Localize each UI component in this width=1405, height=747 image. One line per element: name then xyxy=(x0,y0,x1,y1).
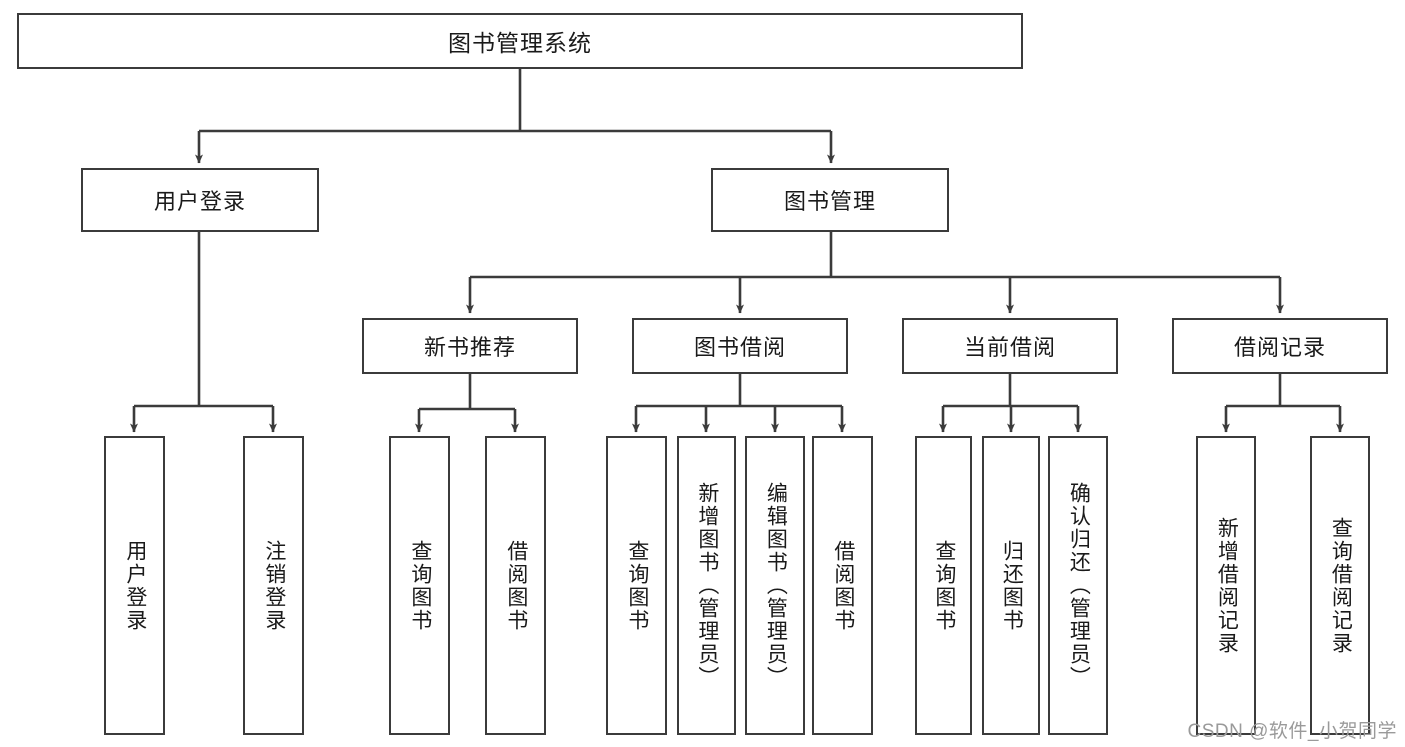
node-leaf-query-book-recommend[interactable]: 查询图书 xyxy=(389,436,450,735)
node-leaf-confirm-return-admin[interactable]: 确认归还（管理员） xyxy=(1048,436,1108,735)
node-leaf-add-book-admin[interactable]: 新增图书（管理员） xyxy=(677,436,736,735)
node-current-borrow-label: 当前借阅 xyxy=(963,335,1056,360)
watermark-text: CSDN @软件_小贺同学 xyxy=(1187,721,1397,742)
node-leaf-edit-book-admin[interactable]: 编辑图书（管理员） xyxy=(745,436,805,735)
node-root-label: 图书管理系统 xyxy=(448,30,592,56)
node-leaf-user-login-label: 用户登录 xyxy=(123,539,147,632)
node-book-borrow[interactable]: 图书借阅 xyxy=(632,318,848,374)
node-book-management[interactable]: 图书管理 xyxy=(711,168,949,232)
node-leaf-query-borrow-record-label: 查询借阅记录 xyxy=(1329,516,1353,655)
node-leaf-borrow-book-recommend[interactable]: 借阅图书 xyxy=(485,436,546,735)
node-root[interactable]: 图书管理系统 xyxy=(17,13,1023,69)
node-leaf-add-borrow-record[interactable]: 新增借阅记录 xyxy=(1196,436,1256,735)
node-leaf-return-book-label: 归还图书 xyxy=(1000,539,1024,632)
node-borrow-record-label: 借阅记录 xyxy=(1233,335,1326,360)
node-leaf-add-book-admin-label: 新增图书（管理员） xyxy=(695,482,719,689)
node-leaf-add-borrow-record-label: 新增借阅记录 xyxy=(1215,516,1239,655)
node-leaf-borrow-book-label: 借阅图书 xyxy=(831,539,855,632)
node-borrow-record[interactable]: 借阅记录 xyxy=(1172,318,1388,374)
node-leaf-query-book-current-label: 查询图书 xyxy=(932,539,956,632)
node-user-login-label: 用户登录 xyxy=(153,189,246,214)
node-new-book-recommend-label: 新书推荐 xyxy=(423,335,516,360)
node-leaf-logout-login-label: 注销登录 xyxy=(262,539,286,632)
node-leaf-query-borrow-record[interactable]: 查询借阅记录 xyxy=(1310,436,1370,735)
node-leaf-borrow-book[interactable]: 借阅图书 xyxy=(812,436,873,735)
node-leaf-query-book-borrow-label: 查询图书 xyxy=(625,539,649,632)
node-leaf-query-book-recommend-label: 查询图书 xyxy=(408,539,432,632)
node-leaf-edit-book-admin-label: 编辑图书（管理员） xyxy=(764,482,788,689)
node-leaf-query-book-current[interactable]: 查询图书 xyxy=(915,436,972,735)
node-leaf-confirm-return-admin-label: 确认归还（管理员） xyxy=(1067,482,1091,689)
node-current-borrow[interactable]: 当前借阅 xyxy=(902,318,1118,374)
node-leaf-borrow-book-recommend-label: 借阅图书 xyxy=(504,539,528,632)
node-leaf-logout-login[interactable]: 注销登录 xyxy=(243,436,304,735)
node-leaf-return-book[interactable]: 归还图书 xyxy=(982,436,1040,735)
node-leaf-user-login[interactable]: 用户登录 xyxy=(104,436,165,735)
node-book-management-label: 图书管理 xyxy=(783,189,876,214)
node-new-book-recommend[interactable]: 新书推荐 xyxy=(362,318,578,374)
node-leaf-query-book-borrow[interactable]: 查询图书 xyxy=(606,436,667,735)
node-user-login[interactable]: 用户登录 xyxy=(81,168,319,232)
node-book-borrow-label: 图书借阅 xyxy=(693,335,786,360)
